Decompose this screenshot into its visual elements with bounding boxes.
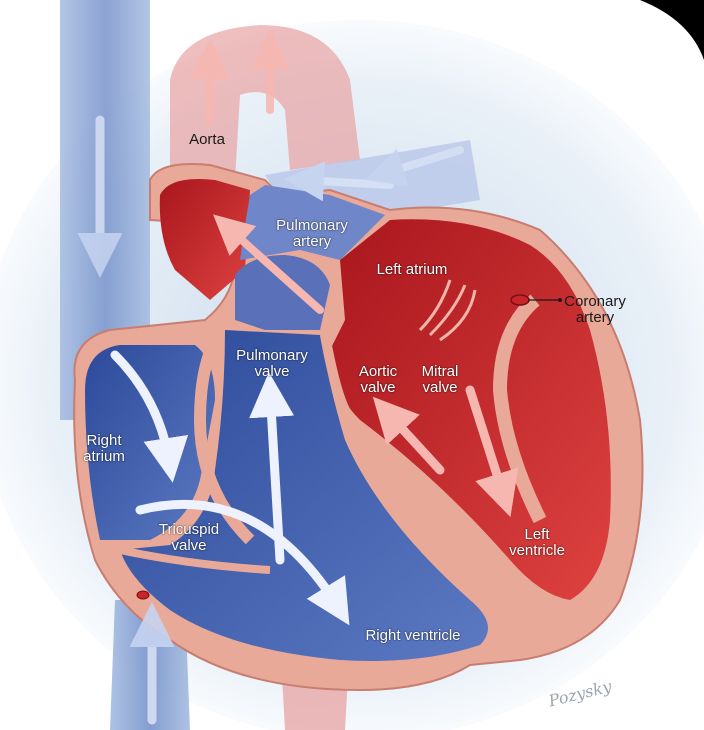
label-left-atrium: Left atrium <box>376 261 448 278</box>
coronary-vessel-small <box>136 590 150 600</box>
left-ventricle-inner-wall <box>492 294 547 524</box>
right-ventricle-chamber <box>120 330 488 661</box>
aorta-lumen <box>159 179 250 300</box>
mitral-chordae <box>418 279 477 342</box>
label-aorta: Aorta <box>189 131 225 148</box>
coronary-artery-vessel <box>510 294 562 306</box>
pulmonary-artery-lumen <box>240 185 385 260</box>
pulmonary-valve-chamber <box>235 255 330 330</box>
tricuspid-valve-leaflet <box>119 546 271 574</box>
corner-shadow <box>640 0 704 60</box>
aortic-valve-wall <box>320 334 350 413</box>
label-right-ventricle: Right ventricle <box>365 627 461 644</box>
flow-arrows <box>77 29 519 725</box>
left-heart-chambers <box>330 219 611 601</box>
superior-vena-cava <box>60 0 150 420</box>
